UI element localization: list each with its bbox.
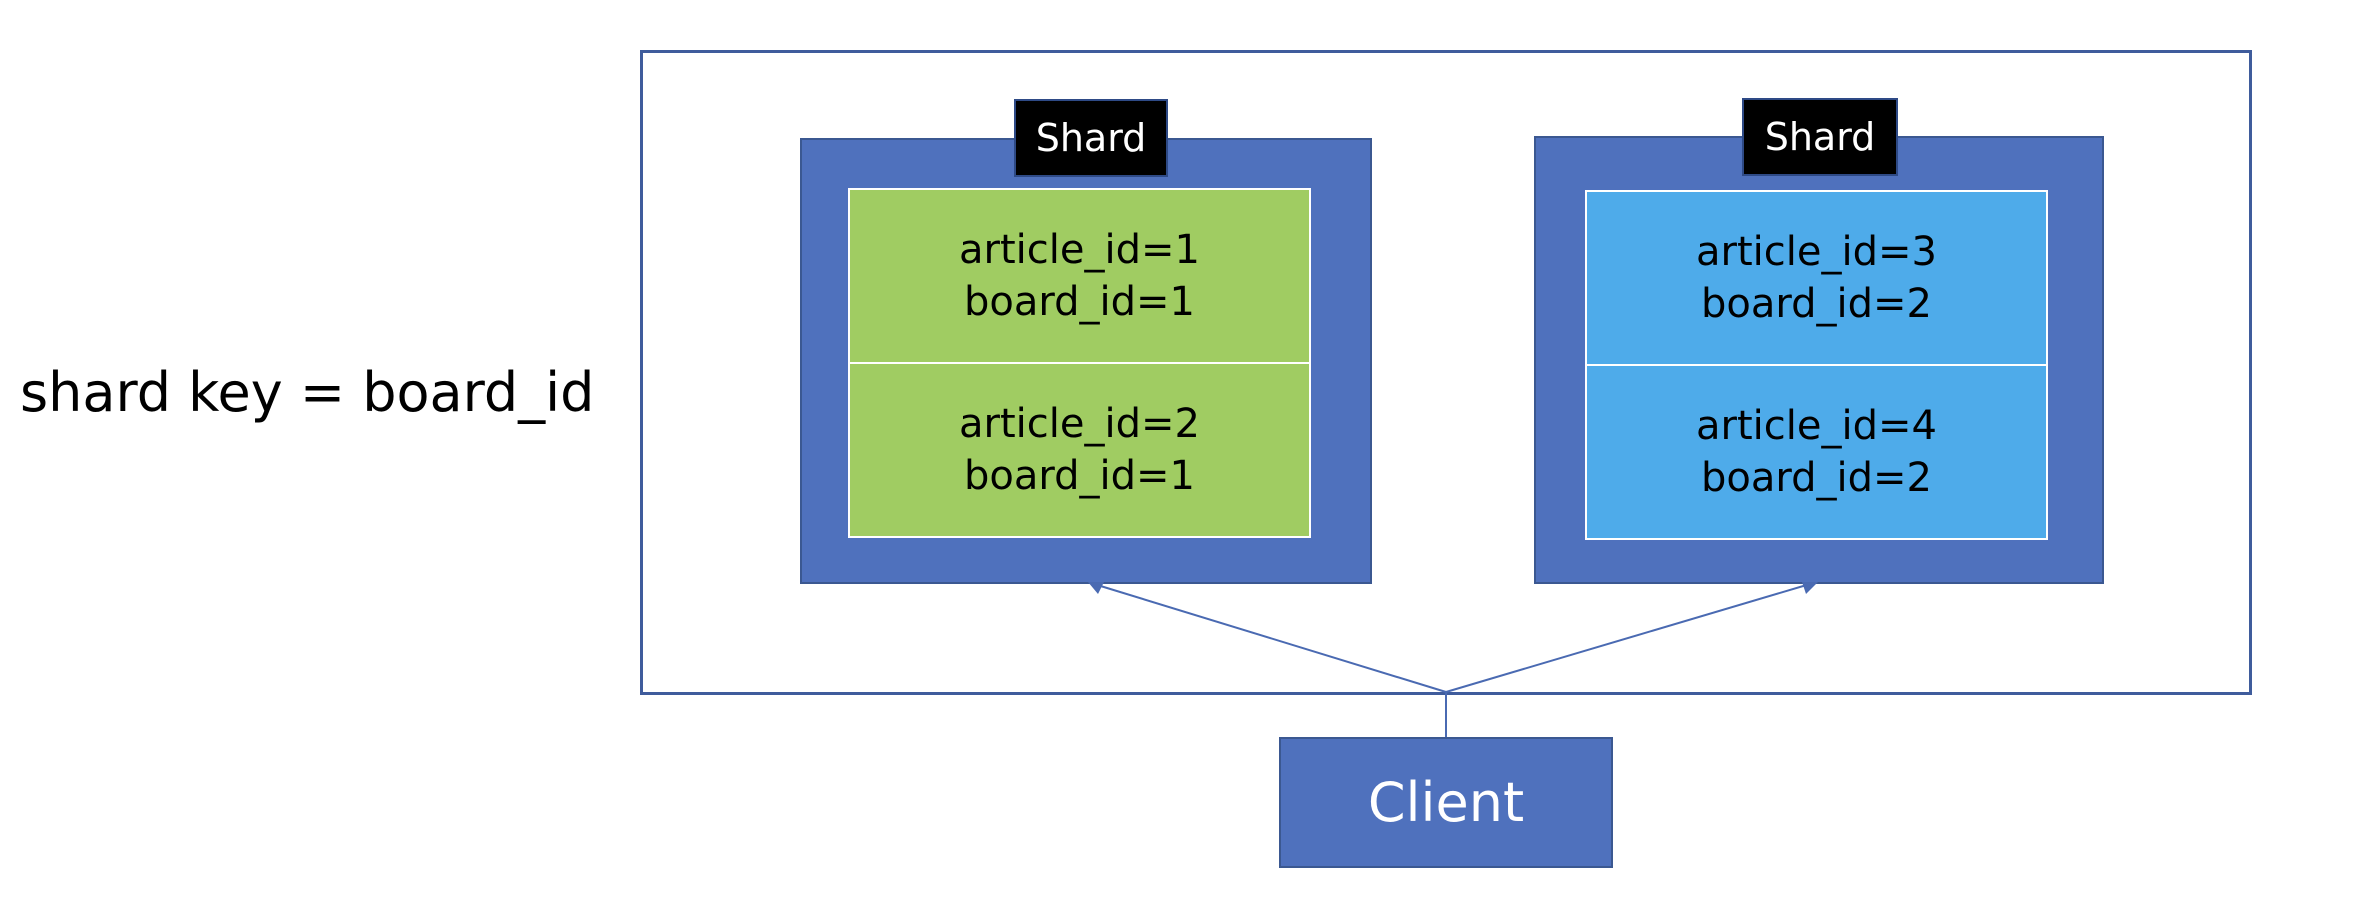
record-board-id: board_id=2	[1701, 455, 1932, 501]
record-article-id: article_id=3	[1696, 229, 1937, 275]
shard-key-label: shard key = board_id	[20, 361, 595, 424]
record-board-id: board_id=2	[1701, 281, 1932, 327]
shard-label-2: Shard	[1742, 98, 1898, 176]
client-box: Client	[1279, 737, 1613, 868]
arrowhead-shard-1	[1088, 582, 1104, 594]
record-board-id: board_id=1	[964, 453, 1195, 499]
record-article-id: article_id=4	[1696, 403, 1937, 449]
connector-to-shard-1	[1093, 583, 1447, 693]
connector-to-shard-2	[1445, 583, 1811, 693]
record-article-id: article_id=1	[959, 227, 1200, 273]
record-board-id: board_id=1	[964, 279, 1195, 325]
record-article-3: article_id=3 board_id=2	[1585, 190, 2048, 366]
shard-label-1: Shard	[1014, 99, 1168, 177]
record-article-2: article_id=2 board_id=1	[848, 362, 1311, 538]
record-article-1: article_id=1 board_id=1	[848, 188, 1311, 364]
record-article-4: article_id=4 board_id=2	[1585, 364, 2048, 540]
record-article-id: article_id=2	[959, 401, 1200, 447]
arrowhead-shard-2	[1802, 582, 1818, 594]
